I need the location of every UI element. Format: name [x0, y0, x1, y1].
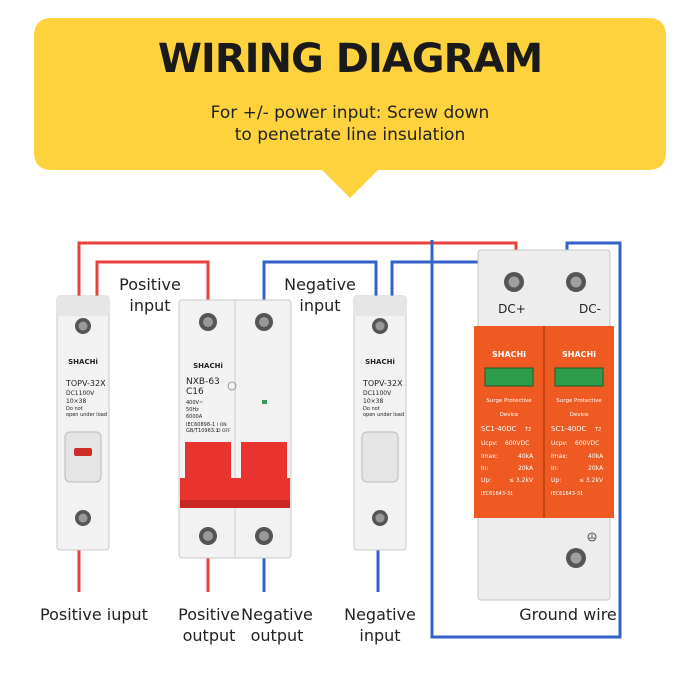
ucpv-label: Ucpv:	[551, 440, 568, 447]
device-label: Device	[500, 412, 519, 418]
imax-label: Imax:	[481, 453, 498, 460]
warning-label: Do not	[363, 406, 380, 412]
rating-label: DC1100V	[66, 390, 95, 397]
up-label: Up:	[551, 477, 561, 484]
surge-protective-device: DC+ DC- SHACHi Surge Protective Device S…	[474, 249, 614, 601]
ucpv-value: 600VDC	[575, 440, 599, 447]
circuit-breaker: SHACHi NXB-63 C16 400V~ 50Hz 6000A IEC60…	[178, 299, 292, 559]
ucpv-label: Ucpv:	[481, 440, 498, 447]
spec-label: 50Hz	[186, 407, 199, 413]
off-label: O OFF	[217, 428, 231, 434]
standard-label: IEC61643-31	[551, 491, 583, 497]
in-label: In:	[481, 465, 489, 472]
warning-label: Do not	[66, 406, 83, 412]
model-label: TOPV-32X	[362, 379, 403, 388]
switch-lever[interactable]	[64, 431, 102, 483]
switch-lever[interactable]	[361, 431, 399, 483]
size-label: 10×38	[66, 398, 86, 405]
breaker-toggle-left[interactable]	[185, 442, 231, 482]
isolator-switch-right: SHACHi TOPV-32X DC1100V 10×38 Do not ope…	[353, 295, 407, 551]
device-label: Surge Protective	[556, 398, 602, 404]
brand-label: SHACHi	[68, 358, 98, 366]
class-label: T2	[524, 427, 531, 433]
standard-label: GB/T10963.1	[186, 428, 219, 434]
imax-label: Imax:	[551, 453, 568, 460]
ground-icon	[587, 532, 597, 542]
standard-label: IEC61643-31	[481, 491, 513, 497]
up-value: ≤ 3.2kV	[579, 477, 604, 484]
model-label: SC1-40DC	[481, 425, 517, 433]
dc-plus-label: DC+	[498, 302, 526, 316]
brand-label: SHACHi	[193, 362, 223, 370]
model-label: SC1-40DC	[551, 425, 587, 433]
imax-value: 40kA	[518, 453, 534, 460]
rating-label: C16	[186, 387, 204, 397]
model-label: NXB-63	[186, 377, 220, 387]
status-window	[484, 367, 534, 387]
spec-label: 6000A	[186, 414, 203, 420]
warning-label: open under load	[363, 412, 404, 418]
in-value: 20kA	[518, 465, 534, 472]
positive-input-bottom-label: Positive iuput	[40, 605, 148, 624]
page-title: WIRING DIAGRAM	[157, 36, 543, 82]
class-label: T2	[594, 427, 601, 433]
ground-wire-label: Ground wire	[519, 605, 617, 624]
subtitle-line-1: For +/- power input: Screw down	[210, 103, 490, 123]
brand-label: SHACHi	[492, 350, 526, 359]
subtitle-line-2: to penetrate line insulation	[234, 125, 466, 145]
in-value: 20kA	[588, 465, 604, 472]
model-label: TOPV-32X	[65, 379, 106, 388]
size-label: 10×38	[363, 398, 383, 405]
status-window	[554, 367, 604, 387]
brand-label: SHACHi	[562, 350, 596, 359]
breaker-toggle-right[interactable]	[241, 442, 287, 482]
ucpv-value: 600VDC	[505, 440, 529, 447]
device-label: Surge Protective	[486, 398, 532, 404]
up-label: Up:	[481, 477, 491, 484]
device-label: Device	[570, 412, 589, 418]
dc-minus-label: DC-	[579, 302, 601, 316]
up-value: ≤ 3.2kV	[509, 477, 534, 484]
banner	[34, 18, 666, 198]
rating-label: DC1100V	[363, 390, 392, 397]
standard-label: IEC60898-1	[186, 422, 215, 428]
isolator-switch-left: SHACHi TOPV-32X DC1100V 10×38 Do not ope…	[56, 295, 110, 551]
imax-value: 40kA	[588, 453, 604, 460]
warning-label: open under load	[66, 412, 107, 418]
on-label: I ON	[217, 422, 227, 428]
spec-label: 400V~	[186, 400, 203, 406]
brand-label: SHACHi	[365, 358, 395, 366]
in-label: In:	[551, 465, 559, 472]
